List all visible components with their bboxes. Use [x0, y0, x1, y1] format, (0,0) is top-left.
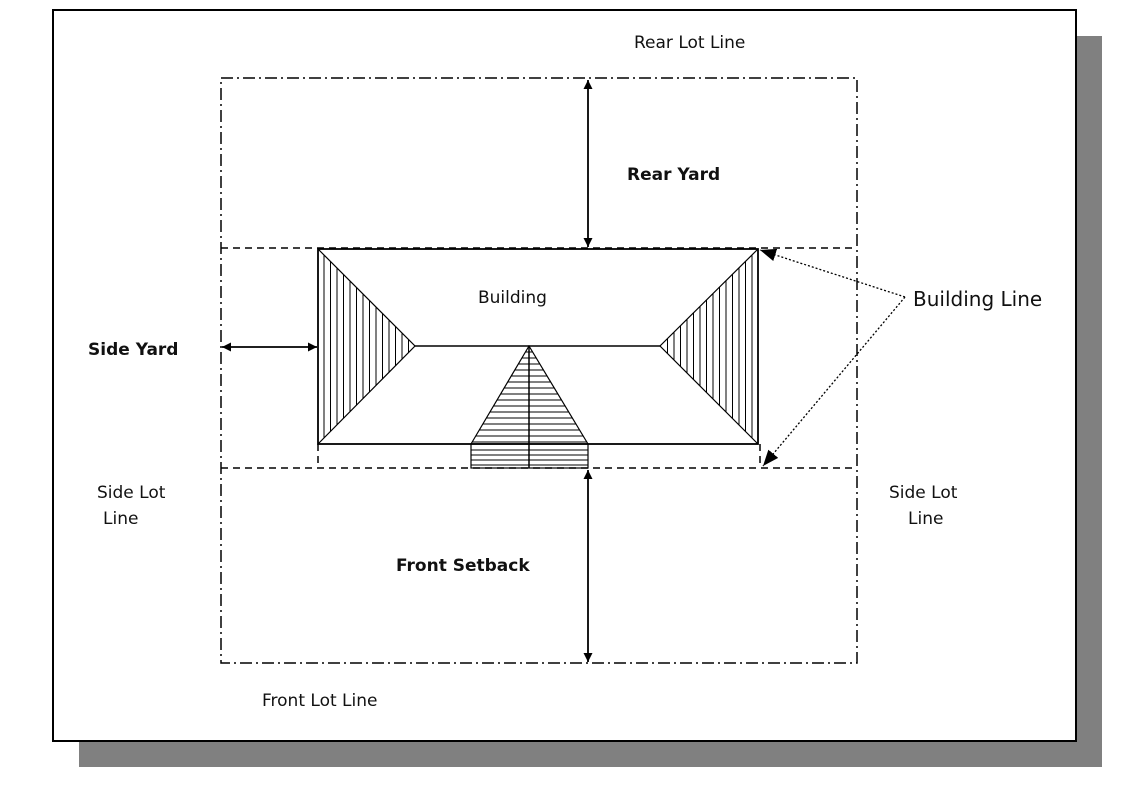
- side-lot-line-left-label-1: Side Lot: [97, 483, 166, 503]
- building-line-leaders: [759, 248, 906, 467]
- side-yard-label: Side Yard: [88, 340, 178, 360]
- frame: [52, 9, 1077, 742]
- lot-boundary: [220, 77, 858, 664]
- building-roof-plan: [317, 248, 759, 469]
- side-lot-line-left-label-2: Line: [103, 509, 138, 529]
- front-setback-label: Front Setback: [396, 556, 530, 576]
- side-lot-line-right-label-2: Line: [908, 509, 943, 529]
- building-line-label: Building Line: [913, 287, 1042, 311]
- side-lot-line-right-label-1: Side Lot: [889, 483, 958, 503]
- front-lot-line-label: Front Lot Line: [262, 691, 377, 711]
- building-label: Building: [478, 288, 547, 308]
- rear-lot-line-label: Rear Lot Line: [634, 33, 745, 53]
- rear-yard-label: Rear Yard: [627, 165, 720, 185]
